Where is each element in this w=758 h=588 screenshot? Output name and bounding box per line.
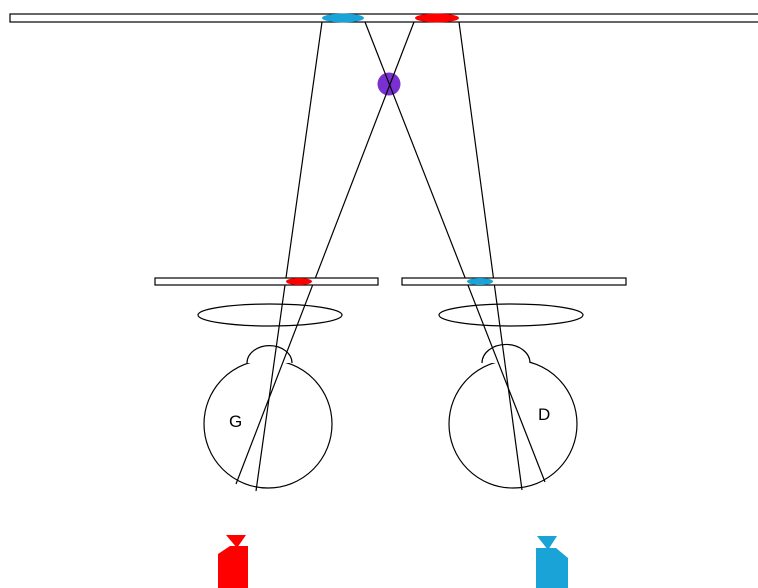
left-eye-ball <box>203 359 333 489</box>
left-plate-red-spot <box>286 278 312 285</box>
red-projector-lens <box>226 535 246 548</box>
blue-projector-lens <box>537 536 557 550</box>
right-eye-line-to-blue <box>364 21 546 483</box>
left-eye-cornea <box>246 345 293 364</box>
right-eye: D <box>448 343 578 489</box>
screen-red-spot <box>415 13 459 23</box>
screen-blue-spot <box>322 13 364 23</box>
right-eye-line-to-red <box>458 21 523 491</box>
right-eye-cornea <box>481 343 531 364</box>
left-filter-plate <box>154 277 379 286</box>
right-plate-blue-spot <box>467 278 493 285</box>
red-projector-body <box>218 546 248 588</box>
left-eye-line-to-blue <box>255 21 323 492</box>
left-lens <box>197 303 343 327</box>
red-projector <box>218 535 248 588</box>
sight-lines <box>235 21 546 492</box>
right-filter-plate <box>401 277 627 286</box>
blue-projector-body <box>536 548 568 588</box>
screen-bar <box>9 13 758 23</box>
right-lens <box>438 303 584 327</box>
right-eye-label: D <box>538 405 550 424</box>
left-eye: G <box>203 345 333 489</box>
blue-projector <box>536 536 568 588</box>
left-eye-line-to-red <box>235 21 415 485</box>
left-eye-label: G <box>229 412 242 431</box>
